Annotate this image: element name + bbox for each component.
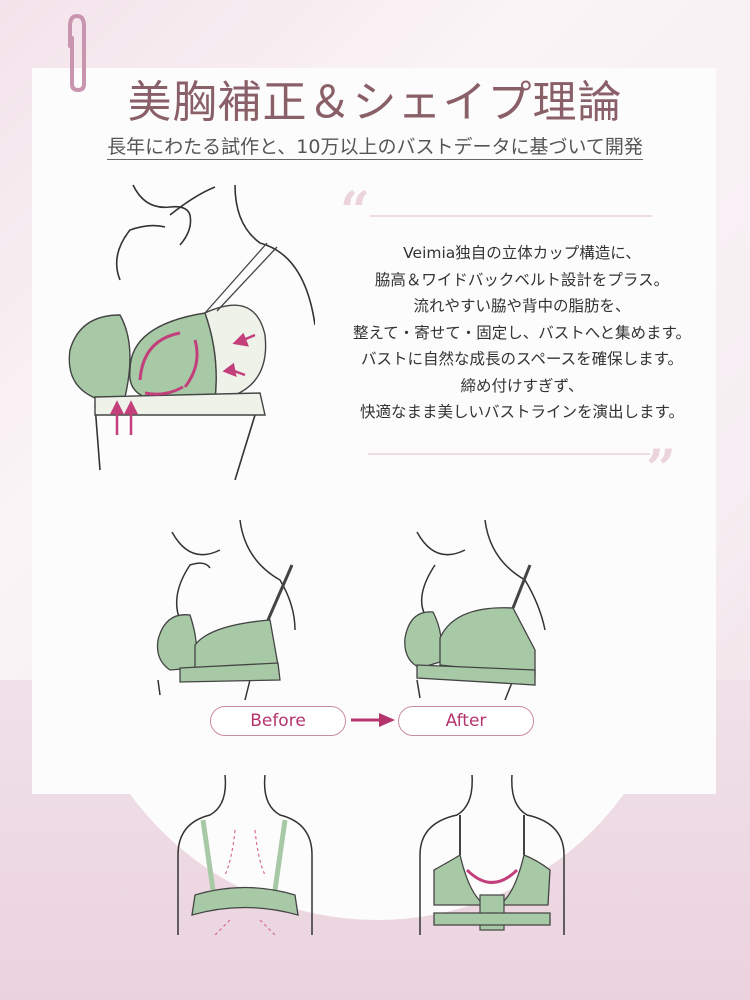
quote-close-mark: ”: [646, 439, 676, 500]
after-label: After: [398, 706, 534, 736]
page-subtitle: 長年にわたる試作と、10万以上のバストデータに基づいて開発: [107, 136, 643, 160]
description-text: Veimia独自の立体カップ構造に、 脇高＆ワイドバックベルト設計をプラス。 流…: [353, 244, 691, 421]
before-front-illustration: [156, 520, 296, 700]
before-label: Before: [210, 706, 346, 736]
arrow-right-icon: [351, 713, 395, 727]
page-title: 美胸補正＆シェイプ理論: [127, 77, 623, 128]
before-back-illustration: [177, 775, 313, 935]
after-front-illustration: [404, 520, 546, 700]
quote-divider-top: [370, 215, 652, 217]
quote-divider-bottom: [368, 453, 650, 455]
background-semicircle: [72, 430, 682, 920]
bra-side-illustration: [68, 184, 315, 480]
paperclip-icon: [68, 13, 86, 92]
quote-open-mark: “: [340, 181, 370, 242]
after-back-illustration: [419, 775, 565, 935]
